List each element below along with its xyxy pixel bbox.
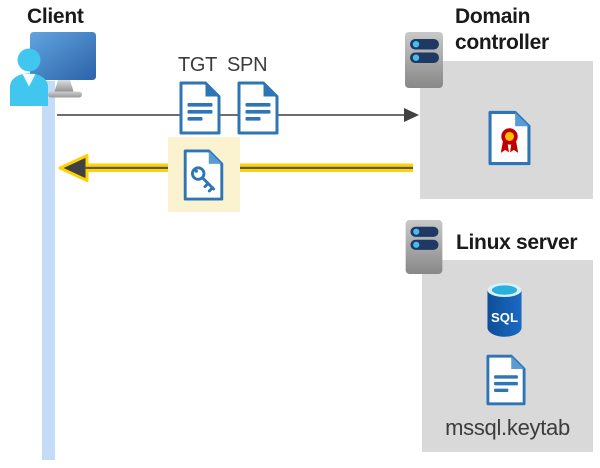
certificate-icon — [488, 110, 531, 166]
keytab-filename-label: mssql.keytab — [445, 415, 570, 440]
linux-server-label: Linux server — [456, 231, 578, 254]
response-arrow — [58, 154, 413, 182]
key-glyph — [190, 166, 216, 193]
linux-server-icon — [405, 219, 443, 275]
client-label: Client — [27, 5, 84, 28]
spn-document-icon — [237, 81, 279, 135]
domain-controller-server-icon — [405, 32, 443, 88]
key-document-icon — [183, 149, 224, 201]
ribbon-award-glyph — [500, 128, 519, 153]
person-icon — [10, 48, 48, 106]
client-timeline-bar — [42, 81, 55, 460]
domain-controller-label: Domain controller — [455, 5, 549, 54]
sql-database-icon: SQL — [487, 283, 522, 337]
tgt-label: TGT — [178, 54, 218, 76]
tgt-document-icon — [179, 81, 221, 135]
request-arrow — [57, 108, 419, 122]
spn-label: SPN — [227, 54, 268, 76]
sql-text: SQL — [491, 310, 518, 325]
monitor-icon — [30, 32, 96, 98]
keytab-document-icon — [486, 354, 526, 406]
monitor-stand — [54, 80, 74, 93]
client-icon — [10, 32, 96, 106]
